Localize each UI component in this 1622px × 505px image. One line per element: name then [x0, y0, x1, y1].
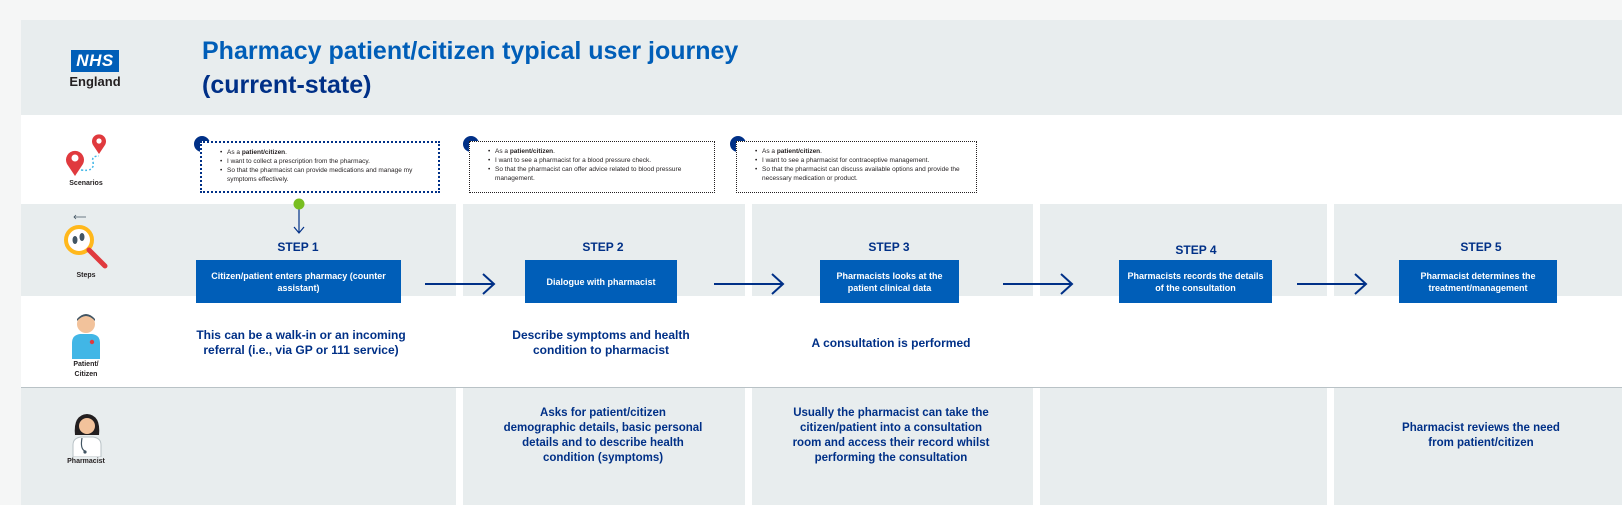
title-line-2: (current-state) [202, 71, 372, 99]
arrow-step-4-5 [1297, 273, 1368, 295]
magnifier-footsteps-icon [64, 225, 108, 269]
step-1-patient-text: This can be a walk-in or an incoming ref… [196, 328, 406, 357]
pin-marker-icon [293, 198, 305, 234]
step-3-box: Pharmacists looks at the patient clinica… [820, 260, 959, 303]
scenario-3-line-1: I want to see a pharmacist for contracep… [755, 156, 968, 165]
scenario-3-line-2: So that the pharmacist can discuss avail… [755, 165, 968, 183]
arrow-step-3-4 [1003, 273, 1074, 295]
scenario-2-card: As a patient/citizen. I want to see a ph… [469, 141, 715, 193]
page-title: Pharmacy patient/citizen typical user jo… [202, 34, 962, 102]
scenario-2-line-1: I want to see a pharmacist for a blood p… [488, 156, 706, 165]
title-line-1: Pharmacy patient/citizen typical user jo… [202, 37, 739, 65]
scenario-1-line-2: So that the pharmacist can provide medic… [220, 166, 430, 184]
row-label-steps: Steps [76, 272, 96, 279]
step-1-box: Citizen/patient enters pharmacy (counter… [196, 260, 401, 303]
scenario-1-line-1: I want to collect a prescription from th… [220, 157, 430, 166]
step-1-label: STEP 1 [277, 240, 319, 254]
row-divider [21, 387, 1622, 388]
step-2-patient-text: Describe symptoms and health condition t… [512, 328, 690, 357]
step-4-box: Pharmacists records the details of the c… [1119, 260, 1272, 303]
scenario-3-card: As a patient/citizen. I want to see a ph… [736, 141, 977, 193]
pharm-band-col-3 [752, 388, 1033, 505]
pharm-band-col-5 [1334, 388, 1622, 505]
step-2-box: Dialogue with pharmacist [525, 260, 677, 303]
scenario-1-card: As a patient/citizen. I want to collect … [200, 141, 440, 193]
patient-icon [72, 314, 100, 359]
map-pins-icon [66, 134, 106, 176]
step-3-label: STEP 3 [868, 240, 910, 254]
row-label-scenarios: Scenarios [69, 180, 103, 187]
step-5-label: STEP 5 [1460, 240, 1502, 254]
step-3-pharmacist-text: Usually the pharmacist can take the citi… [792, 407, 990, 464]
back-arrow-icon [73, 214, 86, 220]
scenario-2-line-2: So that the pharmacist can offer advice … [488, 165, 706, 183]
row-label-pharmacist: Pharmacist [67, 458, 105, 465]
nhs-logo-box: NHS [71, 50, 119, 72]
step-2-label: STEP 2 [582, 240, 624, 254]
step-3-patient-text: A consultation is performed [811, 336, 971, 350]
arrow-step-2-3 [714, 273, 785, 295]
pharm-band-col-4 [1040, 388, 1327, 505]
pharmacist-icon [72, 414, 102, 457]
nhs-logo-sub: England [69, 74, 121, 89]
row-label-patient: Patient/Citizen [73, 361, 99, 378]
pharm-band-col-2 [463, 388, 745, 505]
step-5-pharmacist-text: Pharmacist reviews the need from patient… [1402, 422, 1560, 449]
scenario-2-as: As a patient/citizen. [488, 147, 706, 156]
arrow-step-1-2 [425, 273, 496, 295]
step-4-label: STEP 4 [1175, 243, 1217, 257]
scenario-1-as: As a patient/citizen. [220, 148, 430, 157]
step-5-box: Pharmacist determines the treatment/mana… [1399, 260, 1557, 303]
scenario-3-as: As a patient/citizen. [755, 147, 968, 156]
header-band: NHS England Pharmacy patient/citizen typ… [21, 20, 1622, 115]
nhs-england-logo: NHS England [65, 50, 125, 89]
step-2-pharmacist-text: Asks for patient/citizen demographic det… [503, 407, 703, 464]
journey-map: NHS England Pharmacy patient/citizen typ… [21, 20, 1622, 505]
